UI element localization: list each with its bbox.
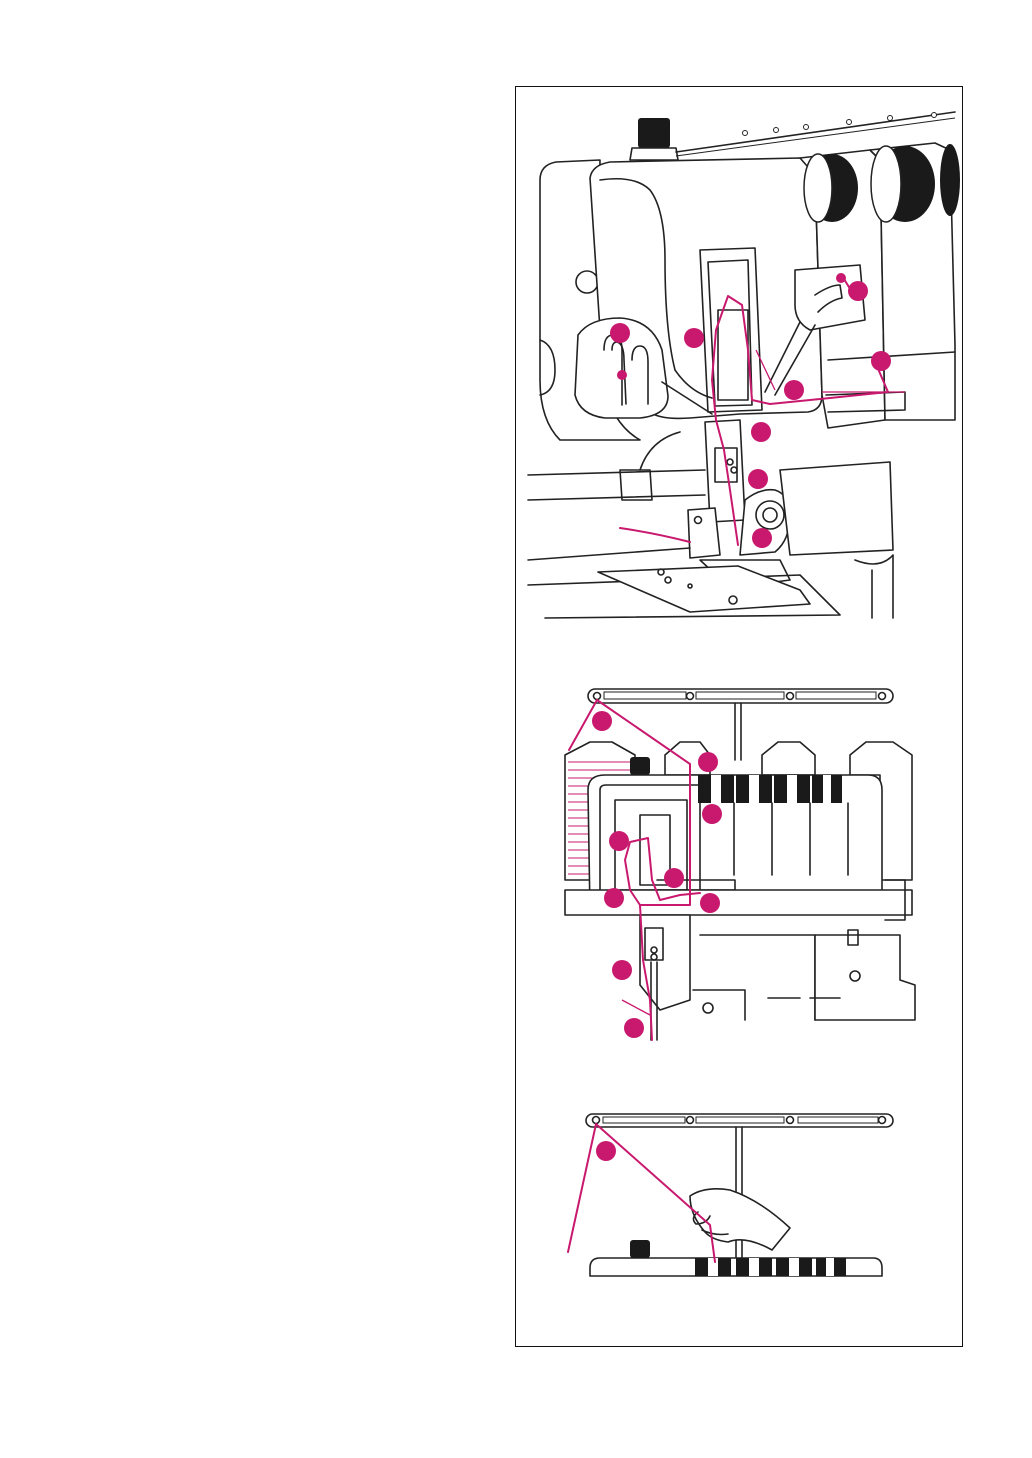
- step-marker: [836, 273, 846, 283]
- step-marker: [848, 281, 868, 301]
- step-marker: [604, 888, 624, 908]
- step-marker: [702, 804, 722, 824]
- step-marker: [684, 328, 704, 348]
- step-marker: [612, 960, 632, 980]
- step-marker: [700, 893, 720, 913]
- step-marker: [751, 422, 771, 442]
- step-marker: [617, 370, 627, 380]
- step-marker: [596, 1141, 616, 1161]
- tension-dial-icon: [695, 1258, 846, 1276]
- step-marker: [871, 351, 891, 371]
- step-marker: [624, 1018, 644, 1038]
- step-marker: [748, 469, 768, 489]
- step-marker: [752, 528, 772, 548]
- step-marker: [784, 380, 804, 400]
- step-marker: [609, 831, 629, 851]
- tension-dial-icon: [698, 775, 842, 803]
- step-marker: [664, 868, 684, 888]
- serger-thread-guide-hand-illustration: [568, 1114, 893, 1276]
- serger-top-view-threading-illustration: [565, 689, 915, 1040]
- step-marker: [698, 752, 718, 772]
- step-marker: [610, 323, 630, 343]
- step-marker: [592, 711, 612, 731]
- serger-front-threading-illustration: [528, 112, 960, 618]
